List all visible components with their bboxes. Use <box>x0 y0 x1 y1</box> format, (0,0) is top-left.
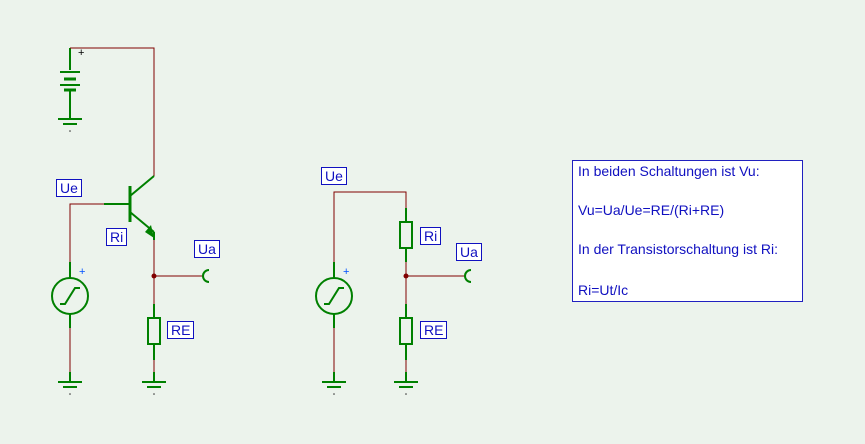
label-ue-right: Ue <box>321 167 347 185</box>
ground-symbol-source-right <box>322 372 346 395</box>
label-ri-left: Ri <box>106 228 128 246</box>
input-wire-right <box>333 191 407 272</box>
label-ri-right: Ri <box>420 227 442 245</box>
note-line-4: Ri=Ut/Ic <box>578 282 629 298</box>
ground-symbol-source-left <box>58 372 82 395</box>
label-re-left: RE <box>167 321 195 339</box>
source-plus-mark-right: + <box>343 266 349 278</box>
formula-note-box: In beiden Schaltungen ist Vu: Vu=Ua/Ue=R… <box>572 160 803 302</box>
note-line-1: In beiden Schaltungen ist Vu: <box>578 163 760 179</box>
supply-wire <box>70 47 155 176</box>
label-ua-right: Ua <box>456 243 482 261</box>
npn-transistor <box>104 175 155 240</box>
label-re-right: RE <box>420 321 448 339</box>
label-ua-left: Ua <box>194 240 220 258</box>
ground-symbol-battery <box>58 118 82 132</box>
ground-symbol-re-right <box>394 372 418 395</box>
output-terminal-right <box>464 269 472 283</box>
battery-plus-mark: + <box>78 47 84 59</box>
label-ue-left: Ue <box>56 179 82 197</box>
note-line-2: Vu=Ua/Ue=RE/(Ri+RE) <box>578 202 725 218</box>
input-source-right: + <box>315 262 353 328</box>
output-terminal-left <box>202 269 210 283</box>
resistor-ri-right <box>399 208 413 262</box>
source-plus-mark: + <box>79 266 85 278</box>
base-wire <box>69 203 104 272</box>
note-line-3: In der Transistorschaltung ist Ri: <box>578 241 778 257</box>
input-source-left: + <box>51 262 89 328</box>
resistor-re-right <box>399 304 413 360</box>
ground-symbol-re-left <box>142 372 166 395</box>
supply-battery: + <box>60 47 84 118</box>
resistor-re-left <box>147 304 161 360</box>
